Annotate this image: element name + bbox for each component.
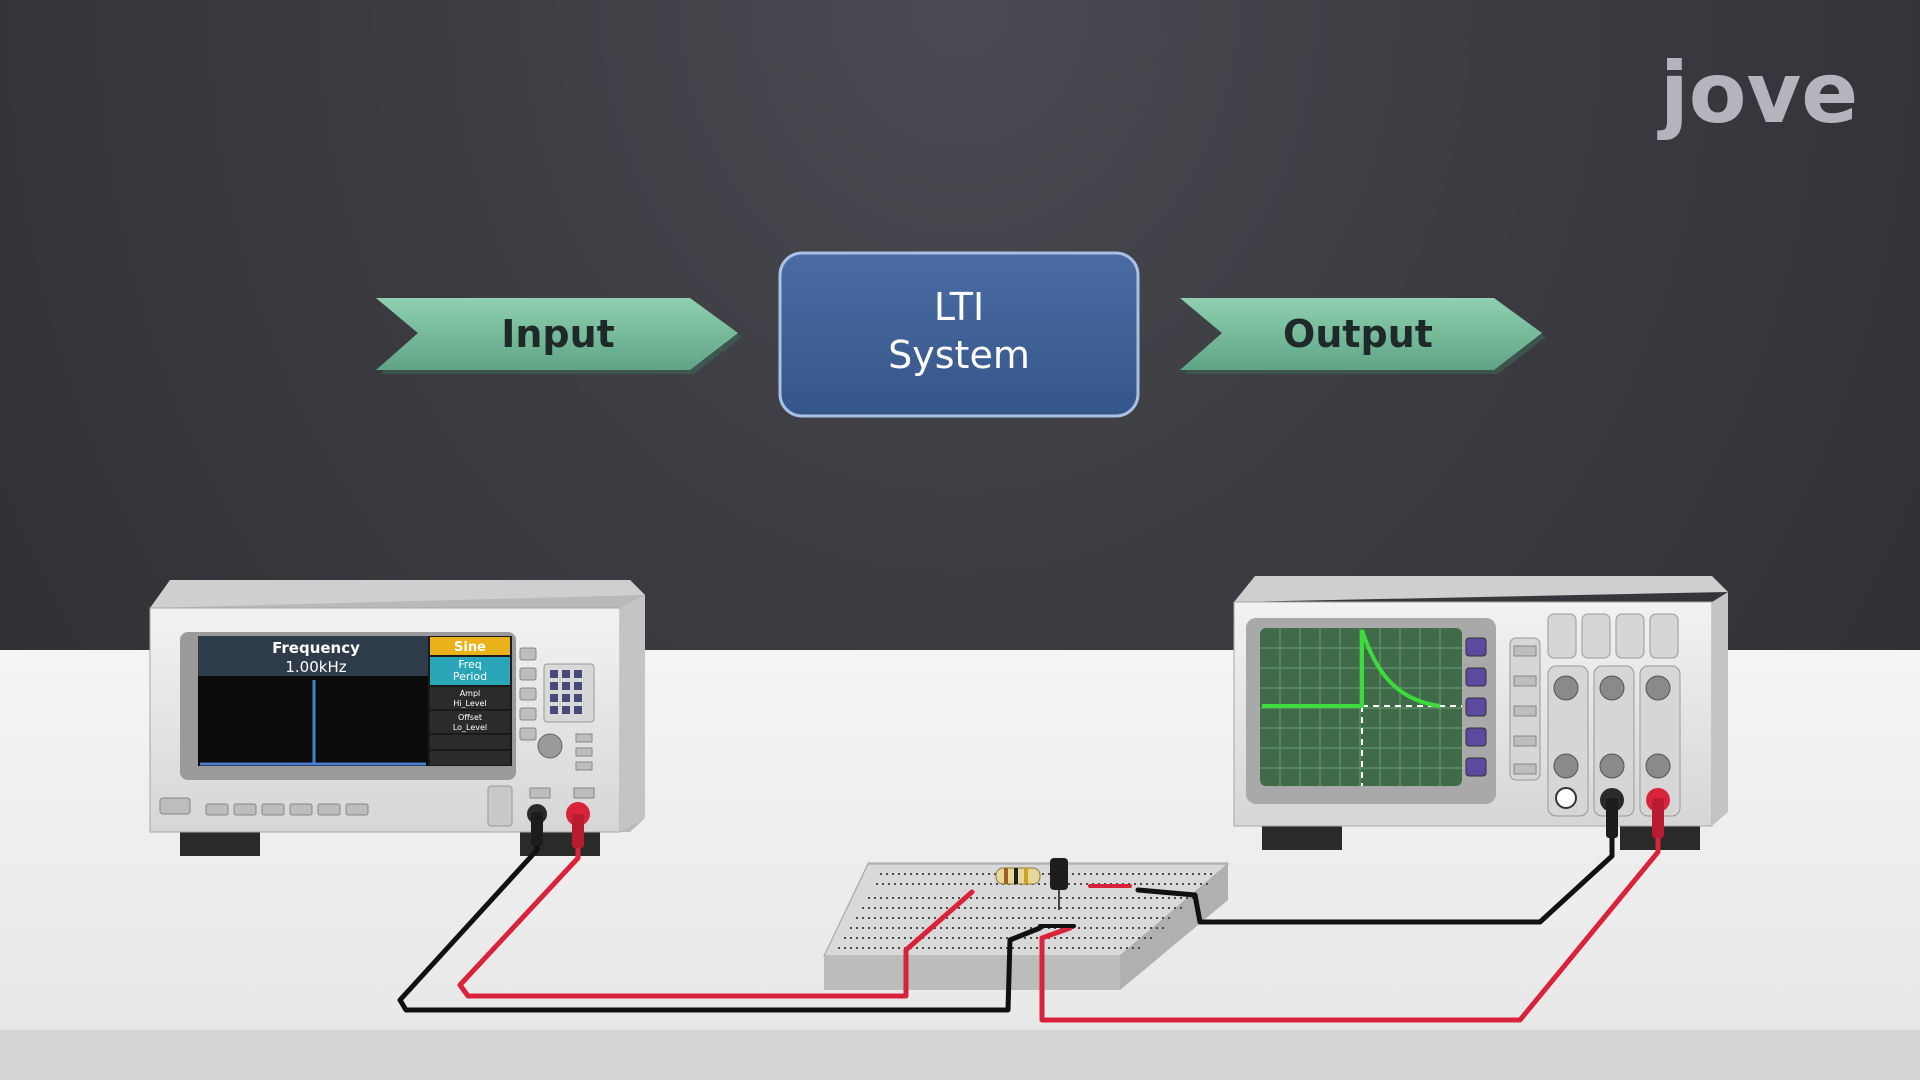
capacitor [1050, 858, 1068, 890]
menu-waveform: Sine [454, 640, 486, 655]
menu-offset: Offset [458, 713, 482, 722]
scope-black-probe [1606, 798, 1618, 838]
generator-screen-title: Frequency [272, 639, 360, 657]
system-label-line2: System [888, 333, 1030, 377]
function-generator: Frequency 1.00kHz Sine Freq Period Ampl … [149, 580, 645, 856]
black-wire-generator [397, 823, 1043, 1013]
oscilloscope-trace [1262, 629, 1441, 708]
wires [397, 809, 1661, 1023]
input-arrow: Input [376, 298, 742, 374]
svg-text:jove: jove [1657, 44, 1858, 142]
output-label: Output [1283, 312, 1433, 356]
generator-black-probe [531, 812, 543, 846]
menu-lo-level: Lo_Level [453, 723, 487, 732]
menu-period: Period [453, 670, 487, 683]
menu-hi-level: Hi_Level [453, 699, 486, 708]
red-wire-generator [457, 827, 975, 999]
black-wire-scope [1135, 809, 1615, 925]
input-label: Input [501, 312, 615, 356]
red-wire-scope [1039, 811, 1661, 1023]
menu-ampl: Ampl [460, 689, 481, 698]
lti-system-box: LTI System [778, 251, 1140, 418]
generator-red-probe [572, 814, 584, 848]
generator-screen-value: 1.00kHz [285, 658, 346, 676]
scope-red-probe [1652, 798, 1664, 838]
oscilloscope [1233, 576, 1728, 850]
menu-freq: Freq [458, 658, 482, 671]
table-edge [0, 1030, 1920, 1080]
system-label-line1: LTI [934, 285, 984, 329]
jove-logo: jove [1657, 44, 1858, 142]
output-arrow: Output [1180, 298, 1546, 374]
